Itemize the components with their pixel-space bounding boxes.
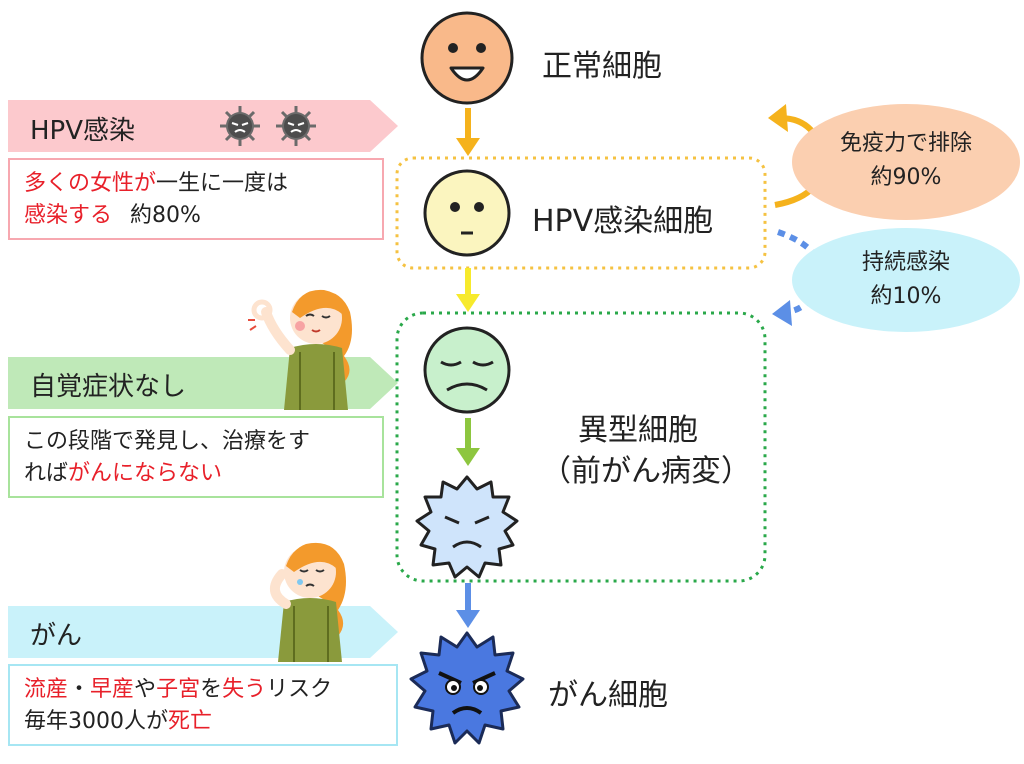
cancer-red-5: 死亡 [168, 709, 213, 734]
cancer-line2: 毎年3000人が [24, 709, 168, 734]
cancer-ya: や [134, 677, 157, 702]
persist-bubble-shape [792, 228, 1020, 332]
normal-cell-label: 正常細胞 [542, 49, 662, 84]
arrow-abnormal-internal [456, 418, 480, 466]
hpv-text-red: 多くの女性が [24, 171, 157, 196]
arrow-abnormal-to-cancer [456, 583, 480, 628]
cancer-red-2: 早産 [90, 677, 135, 702]
immune-bubble-shape [792, 104, 1020, 220]
arrow-hpv-to-abnormal [456, 268, 480, 312]
nosymptom-text-red: がんにならない [68, 461, 223, 486]
arrow-normal-to-hpv [456, 108, 480, 156]
cancer-red-4: 失う [222, 677, 267, 702]
woman-ok-illustration [248, 289, 352, 410]
hpv-stage-box [395, 156, 767, 270]
immune-bubble: 免疫力で排除 約90% [806, 127, 1006, 195]
virus-icon [220, 106, 260, 146]
abnormal-cell-label: 異型細胞 [578, 413, 698, 448]
abnormal-cell-face [423, 326, 511, 414]
cancer-cell-face [409, 631, 525, 745]
cancer-cell-label: がん細胞 [548, 678, 668, 713]
hpv-info-box: 多くの女性が一生に一度は 感染する約80% [8, 158, 384, 240]
hpv-cell-label: HPV感染細胞 [532, 204, 714, 239]
persist-bubble-line1: 持続感染 [861, 250, 950, 275]
persist-bubble: 持続感染 約10% [806, 246, 1006, 314]
cancer-red-3: 子宮 [156, 677, 201, 702]
nosymptom-info-box: この段階で発見し、治療をす ればがんにならない [8, 416, 384, 498]
nosymptom-text-1: この段階で発見し、治療をす [24, 429, 311, 454]
cancer-risk: リスク [266, 677, 333, 702]
precancer-label: （前がん病変） [541, 454, 751, 489]
hpv-text-red2: 感染する [24, 203, 113, 228]
cancer-red-1: 流産 [24, 677, 69, 702]
cancer-wo: を [200, 677, 223, 702]
hpv-text-1: 一生に一度は [156, 171, 289, 196]
precancer-cell-face [415, 475, 519, 579]
nosymptom-text-2: れば [24, 461, 69, 486]
nosymptom-banner-title: 自覚症状なし [30, 372, 187, 402]
abnormal-stage-box [395, 311, 767, 583]
cancer-banner-title: がん [30, 621, 83, 651]
immune-bubble-line1: 免疫力で排除 [839, 131, 972, 156]
cancer-sep: ・ [68, 677, 91, 702]
immune-bubble-line2: 約90% [870, 165, 942, 190]
woman-crying-illustration [270, 542, 346, 662]
normal-cell-face [420, 11, 514, 105]
persist-bubble-line2: 約10% [870, 284, 942, 309]
hpv-cell-face [423, 169, 511, 257]
virus-icon [276, 106, 316, 146]
cancer-info-box: 流産・早産や子宮を失うリスク 毎年3000人が死亡 [8, 664, 398, 746]
hpv-text-2: 約80% [130, 203, 201, 228]
persistent-infection-arrow [772, 229, 824, 326]
hpv-banner-title: HPV感染 [30, 116, 136, 146]
